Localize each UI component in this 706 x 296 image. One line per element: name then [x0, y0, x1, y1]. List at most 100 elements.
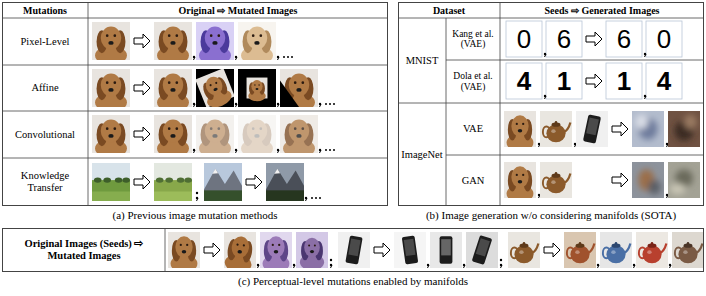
ellipsis-dot — [325, 149, 327, 151]
thumbnail — [540, 162, 572, 198]
mutation-arrow — [204, 243, 220, 257]
table-rule — [2, 18, 388, 19]
thumbnail — [504, 162, 536, 198]
row-label: Affine — [4, 66, 86, 110]
digit-image — [506, 63, 542, 99]
dataset-label: ImageNet — [399, 104, 445, 205]
digit: 1 — [606, 63, 642, 99]
mutation-arrow — [374, 243, 390, 257]
comma-mark — [544, 53, 546, 57]
ellipsis-dot — [325, 103, 327, 105]
thumbnail — [668, 111, 700, 147]
column-header: Original ⇨ Mutated Images — [89, 3, 387, 18]
comma-mark — [196, 197, 198, 201]
comma-mark — [277, 56, 279, 60]
thumbnail — [204, 163, 242, 201]
comma-mark — [235, 56, 237, 60]
comma-mark — [544, 95, 546, 99]
method-label: VAE — [447, 104, 499, 154]
thumbnail — [266, 163, 304, 201]
comma-mark — [293, 264, 295, 268]
mutation-arrow — [612, 122, 628, 136]
comma-mark — [257, 264, 259, 268]
thumbnail — [280, 115, 318, 153]
comma-mark — [277, 103, 279, 107]
thumbnail — [196, 115, 234, 153]
table-rule — [446, 18, 447, 206]
panel-caption: (c) Perceptual-level mutations enabled b… — [3, 275, 703, 287]
mutation-arrow — [612, 173, 628, 187]
digit-image — [546, 21, 582, 57]
comma-mark — [633, 264, 635, 268]
comma-mark — [235, 103, 237, 107]
digit-image — [506, 21, 542, 57]
digit: 6 — [546, 21, 582, 57]
method-label: Kang et al. (VAE) — [447, 19, 499, 59]
row-label: Knowledge Transfer — [4, 159, 86, 205]
digit: 0 — [506, 21, 542, 57]
thumbnail — [466, 232, 498, 268]
table-rule — [446, 155, 704, 156]
table-rule — [446, 60, 704, 61]
digit-image — [606, 21, 642, 57]
ellipsis-dot — [319, 197, 321, 199]
thumbnail — [154, 163, 192, 201]
ellipsis-dot — [287, 56, 289, 58]
thumbnail — [168, 232, 200, 268]
ellipsis-dot — [315, 197, 317, 199]
ellipsis-dot — [333, 103, 335, 105]
row-header: Original Images (Seeds) ⇨ Mutated Images — [5, 229, 163, 271]
comma-mark — [193, 103, 195, 107]
panel-caption: (a) Previous image mutation methods — [3, 209, 387, 221]
thumbnail — [632, 162, 664, 198]
digit-image — [546, 63, 582, 99]
table-rule — [500, 2, 501, 206]
thumbnail — [196, 69, 234, 107]
thumbnail — [338, 232, 370, 268]
comma-mark — [538, 194, 540, 198]
thumbnail — [430, 232, 462, 268]
mutation-arrow — [134, 34, 150, 48]
comma-mark — [666, 194, 668, 198]
thumbnail — [280, 69, 318, 107]
thumbnail — [394, 232, 426, 268]
thumbnail — [196, 22, 234, 60]
table-rule — [88, 2, 89, 206]
digit: 4 — [506, 63, 542, 99]
comma-mark — [644, 95, 646, 99]
thumbnail — [504, 111, 536, 147]
table-rule — [398, 103, 704, 104]
thumbnail — [576, 111, 608, 147]
thumbnail — [154, 115, 192, 153]
comma-mark — [597, 264, 599, 268]
table-rule — [165, 228, 166, 272]
thumbnail — [92, 69, 130, 107]
ellipsis-dot — [283, 56, 285, 58]
panel-caption: (b) Image generation w/o considering man… — [399, 209, 703, 221]
comma-mark — [193, 56, 195, 60]
mutation-arrow — [544, 243, 560, 257]
thumbnail — [224, 232, 256, 268]
ellipsis-dot — [329, 149, 331, 151]
comma-mark — [538, 143, 540, 147]
column-header: Seeds ⇨ Generated Images — [501, 3, 703, 18]
comma-mark — [319, 149, 321, 153]
thumbnail — [92, 22, 130, 60]
comma-mark — [666, 143, 668, 147]
mutation-arrow — [246, 175, 262, 189]
comma-mark — [500, 264, 502, 268]
thumbnail — [238, 115, 276, 153]
ellipsis-dot — [333, 149, 335, 151]
row-label: Convolutional — [4, 112, 86, 157]
thumbnail — [154, 22, 192, 60]
thumbnail — [636, 232, 668, 268]
method-label: GAN — [447, 156, 499, 205]
thumbnail — [540, 111, 572, 147]
thumbnail — [238, 69, 276, 107]
thumbnail — [260, 232, 292, 268]
comma-mark — [330, 264, 332, 268]
digit: 0 — [646, 21, 682, 57]
thumbnail — [668, 162, 700, 198]
comma-mark — [669, 264, 671, 268]
method-label: Dola et al. (VAE) — [447, 61, 499, 102]
